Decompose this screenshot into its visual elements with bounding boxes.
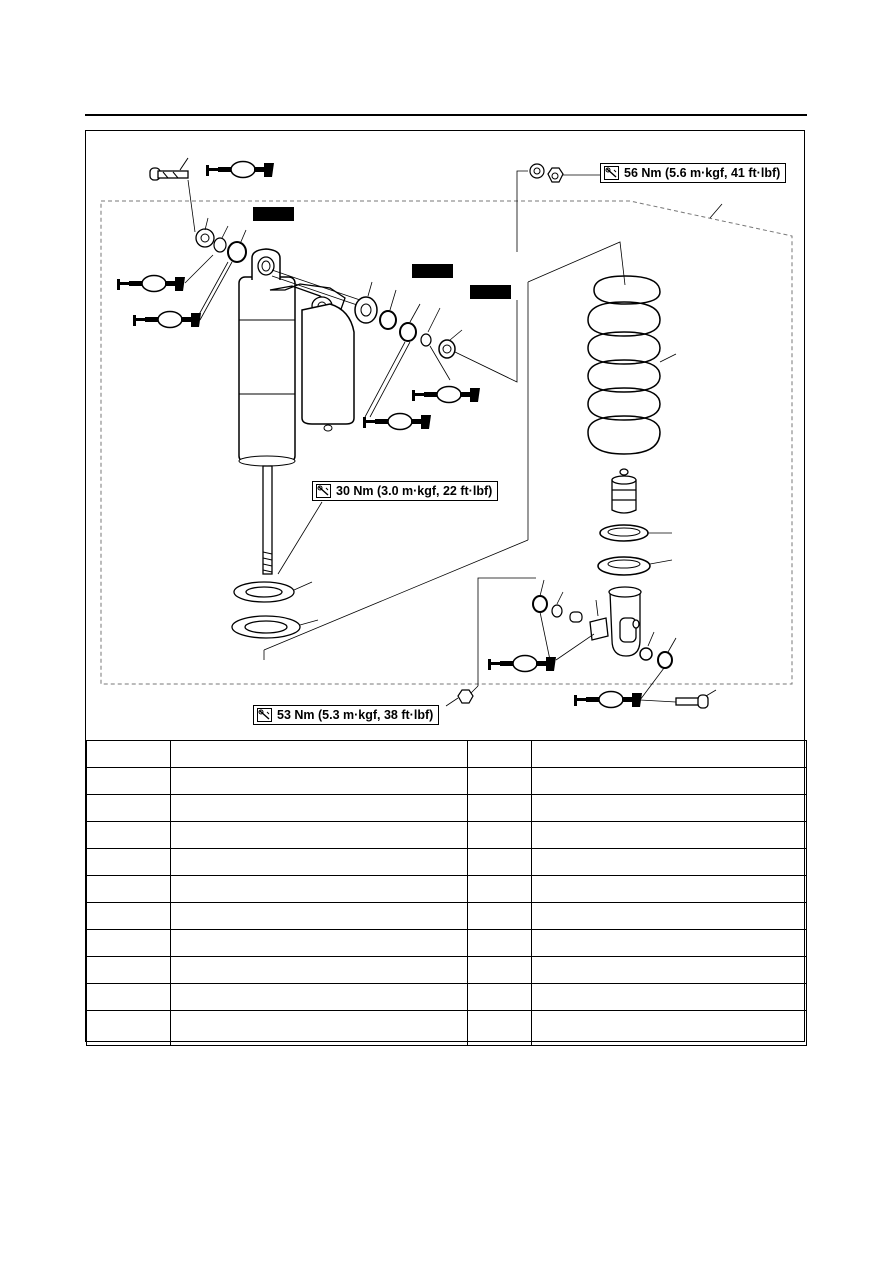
table-cell (467, 794, 532, 822)
table-row (86, 848, 807, 876)
lower-bolt (675, 689, 717, 709)
grease-gun-icon (132, 310, 202, 329)
table-cell (170, 1010, 468, 1046)
table-cell (170, 875, 468, 903)
table-row (86, 821, 807, 849)
table-row (86, 1010, 807, 1046)
table-row (86, 956, 807, 984)
table-cell (170, 929, 468, 957)
exploded-view-diagram (100, 157, 793, 709)
torque-value: 53 Nm (5.3 m·kgf, 38 ft·lbf) (277, 708, 434, 722)
table-row (86, 794, 807, 822)
table-row (86, 767, 807, 795)
table-row (86, 929, 807, 957)
table-cell (467, 902, 532, 930)
table-cell (467, 848, 532, 876)
table-row (86, 902, 807, 930)
torque-value: 30 Nm (3.0 m·kgf, 22 ft·lbf) (336, 484, 493, 498)
table-cell (531, 794, 807, 822)
rear-shock-absorber (238, 248, 355, 575)
grease-gun-icon (487, 654, 557, 673)
table-cell (170, 740, 468, 768)
ring-nut (231, 581, 301, 639)
table-row (86, 740, 807, 768)
table-cell (467, 956, 532, 984)
table-cell (86, 740, 171, 768)
replace-tag (412, 264, 453, 278)
torque-spec-bottom: 53 Nm (5.3 m·kgf, 38 ft·lbf) (253, 705, 440, 725)
table-cell (170, 983, 468, 1011)
table-cell (170, 848, 468, 876)
table-cell (86, 848, 171, 876)
table-cell (467, 1010, 532, 1046)
table-cell (86, 794, 171, 822)
grease-gun-icon (362, 412, 432, 431)
table-cell (531, 848, 807, 876)
lower-clevis (608, 586, 642, 657)
table-cell (170, 767, 468, 795)
table-cell (170, 956, 468, 984)
table-cell (531, 1010, 807, 1046)
grease-gun-icon (411, 385, 481, 404)
upper-bolt (149, 157, 189, 181)
table-cell (86, 983, 171, 1011)
assembly-outline (100, 200, 793, 685)
torque-value: 56 Nm (5.6 m·kgf, 41 ft·lbf) (624, 166, 781, 180)
torque-wrench-icon (604, 166, 619, 180)
torque-wrench-icon (316, 484, 331, 498)
table-cell (86, 956, 171, 984)
table-row (86, 875, 807, 903)
table-cell (467, 983, 532, 1011)
grease-gun-icon (573, 690, 643, 709)
replace-tag (470, 285, 511, 299)
table-cell (86, 902, 171, 930)
table-cell (467, 821, 532, 849)
header-rule (85, 114, 807, 116)
table-cell (86, 929, 171, 957)
torque-spec-top: 56 Nm (5.6 m·kgf, 41 ft·lbf) (600, 163, 787, 183)
table-cell (467, 740, 532, 768)
torque-wrench-icon (257, 708, 272, 722)
table-cell (170, 821, 468, 849)
table-cell (531, 929, 807, 957)
torque-spec-ring-nut: 30 Nm (3.0 m·kgf, 22 ft·lbf) (312, 481, 499, 501)
shock-spring (587, 275, 661, 455)
bump-stopper (611, 468, 637, 514)
table-cell (86, 767, 171, 795)
table-cell (86, 875, 171, 903)
table-cell (170, 902, 468, 930)
table-cell (531, 767, 807, 795)
table-cell (531, 875, 807, 903)
grease-gun-icon (205, 160, 275, 179)
table-cell (531, 956, 807, 984)
table-cell (467, 767, 532, 795)
table-cell (531, 902, 807, 930)
table-cell (467, 929, 532, 957)
table-row (86, 983, 807, 1011)
table-cell (86, 821, 171, 849)
replace-tag (253, 207, 294, 221)
table-cell (170, 794, 468, 822)
table-cell (531, 983, 807, 1011)
table-cell (86, 1010, 171, 1046)
grease-gun-icon (116, 274, 186, 293)
table-cell (531, 821, 807, 849)
table-cell (467, 875, 532, 903)
parts-table (86, 740, 807, 1046)
table-cell (531, 740, 807, 768)
